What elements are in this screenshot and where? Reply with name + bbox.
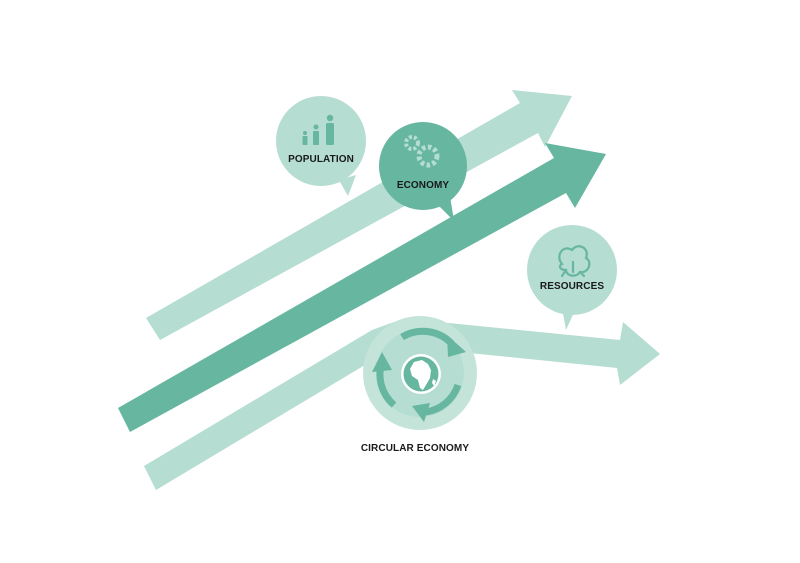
cotton-icon <box>558 245 591 278</box>
resources-bubble <box>527 225 617 330</box>
population-arrow <box>146 90 572 340</box>
population-label: POPULATION <box>288 154 354 165</box>
gears-icon <box>404 135 440 168</box>
globe-icon <box>401 354 441 394</box>
people-icon <box>302 114 334 145</box>
cycle-arrowheads <box>372 335 466 422</box>
resources-label: RESOURCES <box>540 281 604 292</box>
circular-economy-label: CIRCULAR ECONOMY <box>361 443 469 454</box>
population-bubble <box>276 96 366 196</box>
economy-label: ECONOMY <box>397 180 450 191</box>
economy-arrow <box>118 143 606 432</box>
